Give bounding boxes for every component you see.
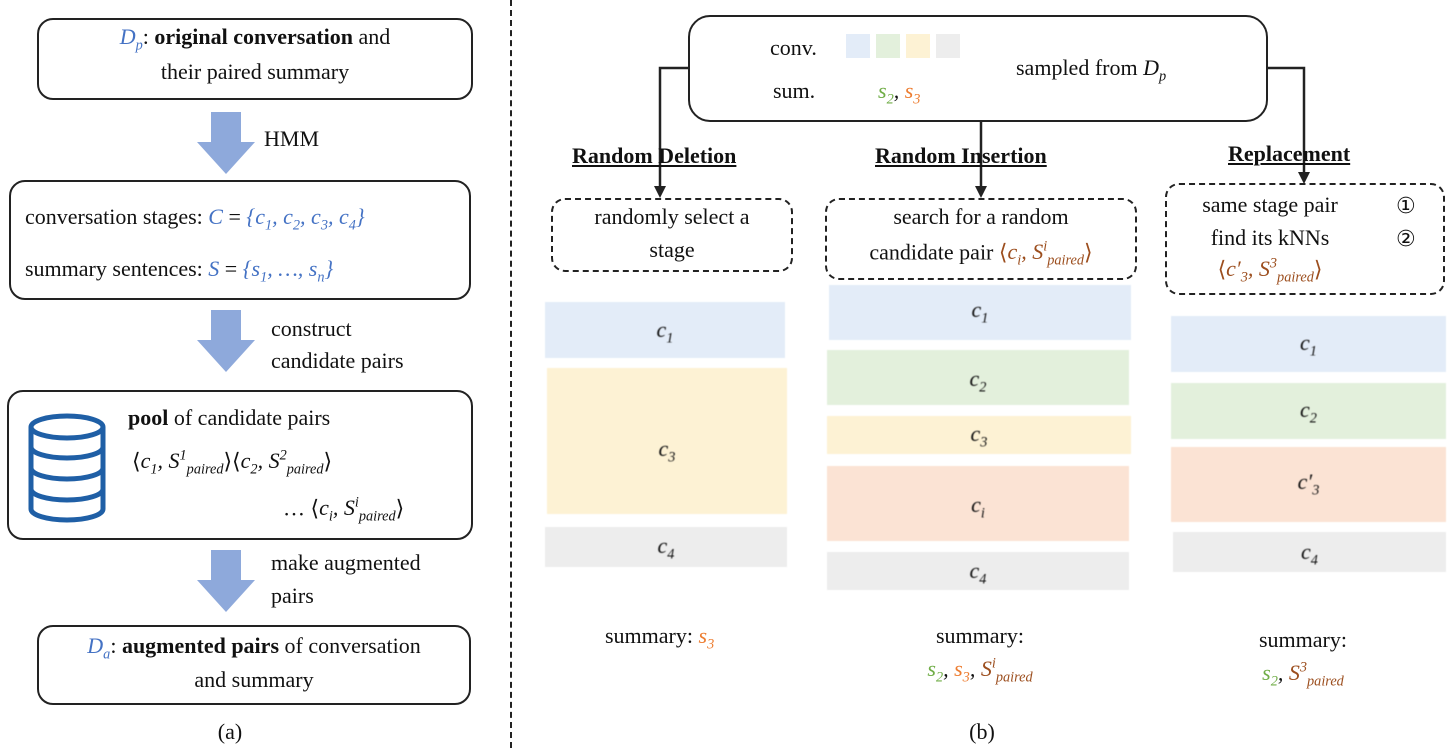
replacement-title: Replacement xyxy=(1228,141,1351,166)
pool-pairs-line: ⟨c1, S1paired⟩⟨c2, S2paired⟩ xyxy=(132,448,333,478)
insertion-block-c4: c4 xyxy=(827,552,1129,590)
sum-value: s2, s3 xyxy=(878,78,921,108)
augmented-pairs-line1: Da: augmented pairs of conversation xyxy=(87,633,421,663)
deletion-action-box xyxy=(551,198,793,272)
insertion-action-box xyxy=(825,198,1137,280)
insertion-block-ci: ci xyxy=(827,466,1129,541)
replacement-action-box xyxy=(1165,183,1445,295)
legend-yellow-square xyxy=(906,34,930,58)
insertion-action-line2: candidate pair ⟨ci, Sipaired⟩ xyxy=(869,239,1093,269)
insertion-block-c1: c1 xyxy=(829,285,1131,340)
make-augmented-label: make augmented xyxy=(271,550,421,575)
replacement-action-line1: same stage pair xyxy=(1202,192,1338,217)
insertion-block-c2: c2 xyxy=(827,350,1129,405)
down-arrow-icon xyxy=(197,112,255,174)
panel-divider xyxy=(510,0,512,748)
insertion-summary-value: s2, s3, Sipaired xyxy=(927,656,1033,686)
construct-label: construct xyxy=(271,316,352,341)
deletion-action-line2: stage xyxy=(649,237,695,262)
replacement-block-c4: c4 xyxy=(1173,532,1446,572)
original-conversation-line1: Dp: original conversation and xyxy=(119,24,391,54)
augmented-pairs-line2: and summary xyxy=(194,667,314,692)
caption-b: (b) xyxy=(969,719,995,744)
replacement-action-line2: find its kNNs xyxy=(1210,225,1330,250)
database-icon xyxy=(28,413,106,523)
legend-green-square xyxy=(876,34,900,58)
original-conversation-box xyxy=(37,18,473,100)
insertion-action-line1: search for a random xyxy=(893,204,1069,229)
deletion-action-line1: randomly select a xyxy=(594,204,750,229)
pool-title: pool of candidate pairs xyxy=(128,405,331,430)
sampled-from-text: sampled from Dp xyxy=(1016,55,1167,85)
insertion-summary-label: summary: xyxy=(936,623,1024,648)
random-deletion-title: Random Deletion xyxy=(572,143,737,168)
insertion-block-c3: c3 xyxy=(827,416,1131,454)
pairs-label: pairs xyxy=(271,583,314,608)
deletion-block-c4: c4 xyxy=(545,527,787,567)
replacement-block-c2: c2 xyxy=(1171,383,1446,439)
summary-sentences-text: summary sentences: S = {s1, …, sn} xyxy=(25,256,334,286)
legend-blue-square xyxy=(846,34,870,58)
step-2-marker: ② xyxy=(1396,227,1416,252)
random-insertion-title: Random Insertion xyxy=(875,143,1047,168)
step-1-marker: ① xyxy=(1396,194,1416,219)
deletion-block-c1: c1 xyxy=(545,302,785,358)
original-conversation-line2: their paired summary xyxy=(160,59,350,84)
replacement-action-pair: ⟨c′3, S3paired⟩ xyxy=(1217,256,1323,286)
replacement-summary-value: s2, S3paired xyxy=(1262,660,1344,690)
caption-a: (a) xyxy=(217,719,243,744)
replacement-summary-label: summary: xyxy=(1259,627,1347,652)
pool-pair-i-line: … ⟨ci, Sipaired⟩ xyxy=(283,495,405,525)
replacement-block-c3-prime: c′3 xyxy=(1171,447,1446,522)
legend-gray-square xyxy=(936,34,960,58)
sample-box xyxy=(688,15,1268,122)
deletion-summary: summary: s3 xyxy=(605,623,715,653)
augmented-pairs-box xyxy=(37,625,471,705)
connector-lines xyxy=(654,66,1310,198)
candidate-pairs-label: candidate pairs xyxy=(271,348,404,373)
hmm-label: HMM xyxy=(264,126,320,151)
sum-label: sum. xyxy=(773,78,816,103)
conversation-stages-text: conversation stages: C = {c1, c2, c3, c4… xyxy=(25,204,365,234)
down-arrow-icon xyxy=(197,550,255,612)
down-arrow-icon xyxy=(197,310,255,372)
conv-label: conv. xyxy=(770,35,817,60)
stages-box xyxy=(9,180,471,300)
replacement-block-c1: c1 xyxy=(1171,316,1446,372)
deletion-block-c3: c3 xyxy=(547,368,787,514)
